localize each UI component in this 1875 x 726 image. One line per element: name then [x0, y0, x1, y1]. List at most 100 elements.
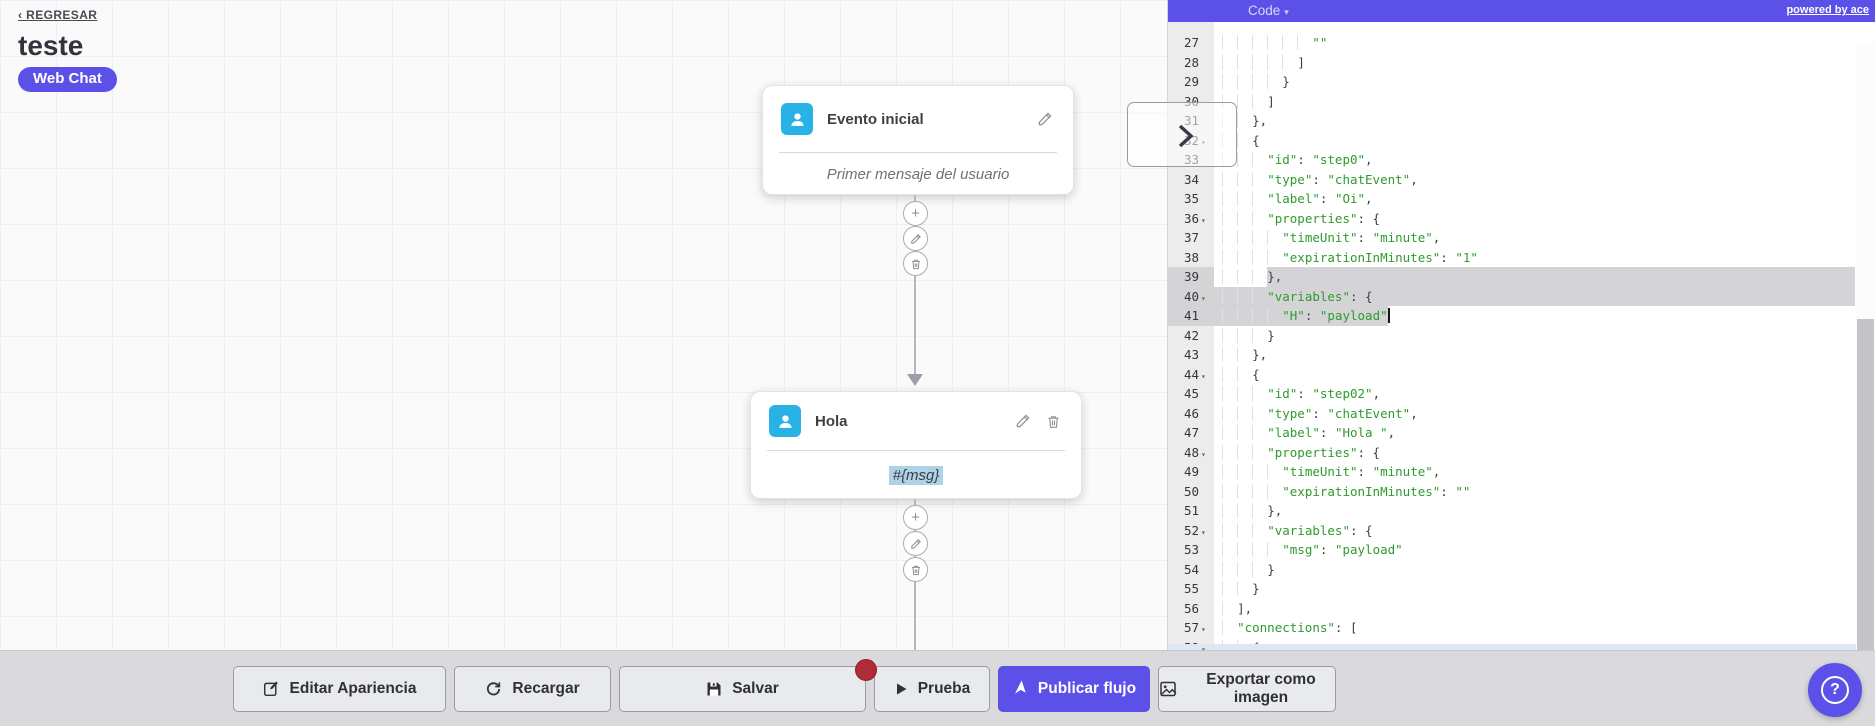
code-line-text[interactable]: {: [1214, 131, 1875, 151]
code-line-text[interactable]: "label": "Hola ",: [1214, 423, 1875, 443]
line-number[interactable]: 45: [1183, 386, 1199, 401]
flow-node-evento-inicial[interactable]: Evento inicial Primer mensaje del usuari…: [762, 85, 1074, 195]
fold-arrow-icon[interactable]: ▾: [1201, 293, 1206, 303]
code-line-text[interactable]: "connections": [: [1214, 618, 1875, 638]
code-line-text[interactable]: "variables": {: [1214, 521, 1875, 541]
editor-body[interactable]: 27 ""28 ]29 }30 ]31 },32▾ {33 "id": "ste…: [1168, 22, 1875, 650]
line-number[interactable]: 38: [1183, 249, 1199, 265]
code-line-text[interactable]: "variables": {: [1201, 286, 1875, 306]
code-line-text[interactable]: "timeUnit": "minute",: [1214, 462, 1875, 482]
code-line-text[interactable]: ]: [1214, 92, 1875, 112]
line-number[interactable]: 53: [1183, 542, 1199, 557]
delete-node-icon[interactable]: [1043, 411, 1063, 431]
add-step-button[interactable]: +: [903, 505, 928, 530]
flow-canvas[interactable]: ‹ REGRESAR teste Web Chat Evento inicial…: [0, 0, 1167, 650]
code-line-text[interactable]: ],: [1214, 599, 1875, 619]
export-image-button[interactable]: Exportar como imagen: [1158, 665, 1336, 712]
code-line-text[interactable]: "H": "payload": [1201, 306, 1875, 326]
code-line-text[interactable]: "label": "Oi",: [1214, 189, 1875, 209]
line-number[interactable]: 34: [1183, 171, 1199, 187]
collapse-panel-handle[interactable]: [1127, 102, 1237, 167]
code-line-text[interactable]: }: [1214, 326, 1875, 346]
code-line-text[interactable]: {: [1214, 365, 1875, 385]
line-number[interactable]: 44▾: [1168, 365, 1214, 385]
code-line-text[interactable]: "id": "step0",: [1214, 150, 1875, 170]
fold-arrow-icon[interactable]: ▾: [1201, 449, 1206, 459]
code-line-text[interactable]: },: [1214, 111, 1875, 131]
chevron-down-icon: ▾: [1284, 7, 1289, 17]
connector-arrow: [907, 374, 923, 386]
code-line-text[interactable]: "id": "step02",: [1214, 384, 1875, 404]
edit-appearance-button[interactable]: Editar Apariencia: [233, 665, 446, 712]
code-line-text[interactable]: },: [1214, 345, 1875, 365]
fold-arrow-icon[interactable]: ▾: [1201, 527, 1206, 537]
editor-header: Code▾ powered by ace: [1168, 0, 1875, 22]
line-number[interactable]: 49: [1183, 464, 1199, 479]
delete-connection-button[interactable]: [903, 251, 928, 276]
publish-flow-button[interactable]: Publicar flujo: [998, 665, 1150, 712]
line-number[interactable]: 52▾: [1168, 521, 1214, 541]
edit-connection-button[interactable]: [903, 531, 928, 556]
code-line-text[interactable]: "properties": {: [1214, 443, 1875, 463]
line-number[interactable]: 56: [1183, 600, 1199, 616]
horizontal-scrollbar[interactable]: [1168, 644, 1856, 650]
line-number[interactable]: 43: [1183, 347, 1199, 362]
edit-connection-button[interactable]: [903, 226, 928, 251]
add-step-button[interactable]: +: [903, 201, 928, 226]
line-number[interactable]: 55: [1183, 581, 1199, 596]
line-number[interactable]: 37: [1183, 230, 1199, 245]
line-number[interactable]: 47: [1183, 425, 1199, 440]
node-body-text: Primer mensaje del usuario: [826, 165, 1010, 183]
code-line-text[interactable]: }: [1214, 72, 1875, 92]
powered-by-ace-link[interactable]: powered by ace: [1786, 4, 1869, 16]
code-line-text[interactable]: "expirationInMinutes": "": [1214, 482, 1875, 502]
line-number[interactable]: 35: [1183, 191, 1199, 206]
flow-node-hola[interactable]: Hola #{msg}: [750, 391, 1082, 499]
line-number[interactable]: 36▾: [1168, 209, 1214, 229]
code-line-text[interactable]: "type": "chatEvent",: [1214, 404, 1875, 424]
edit-node-icon[interactable]: [1013, 411, 1033, 431]
line-number[interactable]: 27: [1183, 35, 1199, 50]
line-number[interactable]: 54: [1183, 561, 1199, 577]
delete-connection-button[interactable]: [903, 557, 928, 582]
code-line-text[interactable]: "": [1214, 33, 1875, 53]
fold-arrow-icon[interactable]: ▾: [1201, 215, 1206, 225]
code-line-text[interactable]: }: [1214, 579, 1875, 599]
code-line-text[interactable]: "properties": {: [1214, 209, 1875, 229]
connector-line: [914, 195, 916, 376]
editor-mode-dropdown[interactable]: Code▾: [1248, 0, 1289, 22]
code-line-text[interactable]: "msg": "payload": [1214, 540, 1875, 560]
code-line-text[interactable]: }: [1214, 560, 1875, 580]
fold-arrow-icon[interactable]: ▾: [1201, 625, 1206, 634]
line-number[interactable]: 48▾: [1168, 443, 1214, 463]
reload-button[interactable]: Recargar: [454, 665, 611, 712]
edit-node-icon[interactable]: [1035, 109, 1055, 129]
line-number[interactable]: 29: [1183, 74, 1199, 89]
user-icon: [781, 103, 813, 135]
help-button[interactable]: ?: [1808, 663, 1862, 717]
save-button[interactable]: Salvar: [619, 665, 866, 712]
line-number[interactable]: 51: [1183, 503, 1199, 518]
line-number[interactable]: 42: [1183, 327, 1199, 343]
code-line-row: 32▾ {: [1168, 131, 1875, 151]
code-line-text[interactable]: "expirationInMinutes": "1": [1214, 248, 1875, 268]
line-number[interactable]: 28: [1183, 54, 1199, 70]
line-number[interactable]: 39: [1168, 267, 1214, 287]
line-number[interactable]: 57▾: [1168, 618, 1214, 638]
back-link[interactable]: ‹ REGRESAR: [18, 8, 98, 22]
line-number[interactable]: 50: [1183, 483, 1199, 499]
scrollbar-thumb[interactable]: [1857, 319, 1874, 650]
code-line-text[interactable]: },: [1214, 501, 1875, 521]
code-line-text[interactable]: "type": "chatEvent",: [1214, 170, 1875, 190]
test-button[interactable]: Prueba: [874, 665, 990, 712]
fold-arrow-icon[interactable]: ▾: [1201, 644, 1206, 651]
code-lines[interactable]: 27 ""28 ]29 }30 ]31 },32▾ {33 "id": "ste…: [1168, 33, 1875, 650]
line-number[interactable]: 40▾: [1168, 286, 1214, 306]
fold-arrow-icon[interactable]: ▾: [1201, 371, 1206, 381]
text-cursor: [1387, 308, 1390, 323]
code-line-text[interactable]: ]: [1214, 53, 1875, 73]
vertical-scrollbar[interactable]: [1856, 44, 1875, 650]
code-line-text[interactable]: "timeUnit": "minute",: [1214, 228, 1875, 248]
line-number[interactable]: 46: [1183, 405, 1199, 421]
code-line-text[interactable]: },: [1214, 267, 1875, 287]
